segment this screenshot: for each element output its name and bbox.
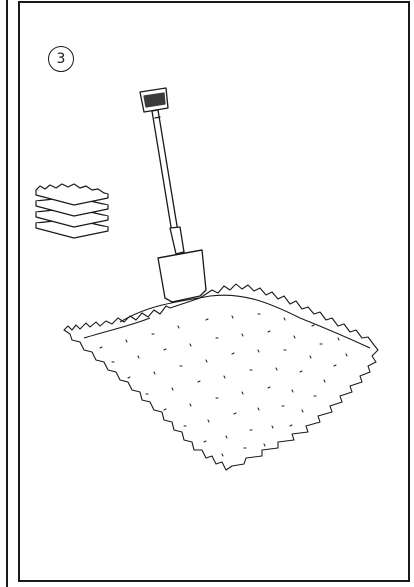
sod-stack-icon (36, 184, 108, 238)
step-number-badge: 3 (48, 46, 74, 72)
spade-icon (140, 88, 206, 302)
prepared-soil-bed-icon (64, 284, 378, 470)
